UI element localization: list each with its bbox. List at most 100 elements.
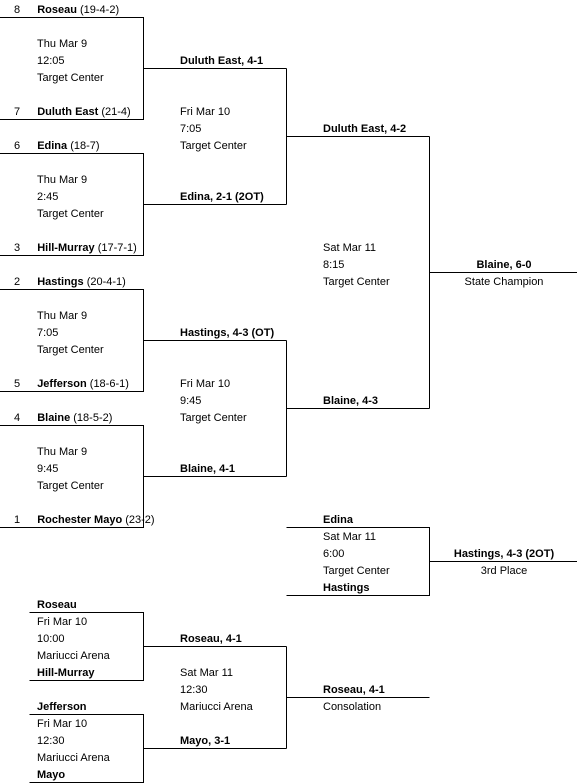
bracket-line-sf2 <box>286 340 430 477</box>
cons1-game-info: Fri Mar 10 10:00 Mariucci Arena <box>37 616 110 663</box>
qf2-game-info: Thu Mar 9 2:45 Target Center <box>37 174 104 221</box>
bracket-line-qf1 <box>0 17 287 120</box>
final-caption: State Champion <box>464 276 544 288</box>
game-venue: Target Center <box>180 412 247 424</box>
game-date: Fri Mar 10 <box>180 378 231 390</box>
team-name: Hastings <box>37 276 84 288</box>
third-caption: 3rd Place <box>480 565 528 577</box>
cons1-result: Roseau, 4-1 <box>180 633 242 645</box>
qf1-result: Duluth East, 4-1 <box>180 55 264 67</box>
team-record: (19-4-2) <box>80 4 120 16</box>
seed: 8 <box>14 4 21 16</box>
game-venue: Target Center <box>37 344 104 356</box>
team-name: Edina <box>37 140 68 152</box>
team-record: (17-7-1) <box>97 242 137 254</box>
qf3-game-info: Thu Mar 9 7:05 Target Center <box>37 310 104 357</box>
team-record: (23-2) <box>125 514 155 526</box>
bracket-line-cons-final <box>286 646 430 749</box>
seed: 4 <box>14 412 21 424</box>
seed: 7 <box>14 106 21 118</box>
team-record: (18-7) <box>70 140 100 152</box>
game-date: Thu Mar 9 <box>37 38 88 50</box>
game-venue: Target Center <box>323 276 390 288</box>
sf1-game-info: Fri Mar 10 7:05 Target Center <box>180 106 247 153</box>
game-time: 12:30 <box>180 684 208 696</box>
team-name: Rochester Mayo <box>37 514 123 526</box>
qf1-bottom-team: 7 Duluth East (21-4) <box>14 106 131 119</box>
bracket-line-sf1 <box>286 68 430 205</box>
sf1-result: Duluth East, 4-2 <box>323 123 407 135</box>
bracket-line-qf3 <box>0 289 287 392</box>
qf2-result: Edina, 2-1 (2OT) <box>180 191 264 203</box>
team-record: (18-6-1) <box>89 378 129 390</box>
cons1-bottom-team: Hill-Murray <box>37 667 95 679</box>
game-venue: Target Center <box>37 208 104 220</box>
sf2-game-info: Fri Mar 10 9:45 Target Center <box>180 378 247 425</box>
third-game-info: Sat Mar 11 6:00 Target Center <box>323 531 390 578</box>
game-time: 12:05 <box>37 55 65 67</box>
game-date: Fri Mar 10 <box>37 616 88 628</box>
final-game-info: Sat Mar 11 8:15 Target Center <box>323 242 390 289</box>
cons-final-caption: Consolation <box>323 701 382 713</box>
third-result: Hastings, 4-3 (2OT) <box>453 548 555 560</box>
qf4-result: Blaine, 4-1 <box>180 463 236 475</box>
team-record: (20-4-1) <box>86 276 126 288</box>
game-date: Sat Mar 11 <box>180 667 233 679</box>
game-date: Sat Mar 11 <box>323 242 376 254</box>
game-venue: Target Center <box>323 565 390 577</box>
game-venue: Target Center <box>180 140 247 152</box>
qf4-top-team: 4 Blaine (18-5-2) <box>14 412 112 425</box>
game-time: 10:00 <box>37 633 65 645</box>
seed: 3 <box>14 242 21 254</box>
sf2-result: Blaine, 4-3 <box>323 395 379 407</box>
qf1-top-team: 8 Roseau (19-4-2) <box>14 4 119 17</box>
cons2-top-team: Jefferson <box>37 701 87 713</box>
team-name: Jefferson <box>37 378 87 390</box>
cons2-bottom-team: Mayo <box>37 769 66 781</box>
bracket-line-qf2 <box>0 153 287 256</box>
game-time: 2:45 <box>37 191 59 203</box>
seed: 6 <box>14 140 21 152</box>
game-time: 12:30 <box>37 735 65 747</box>
team-name: Blaine <box>37 412 71 424</box>
bracket-line-qf4 <box>0 425 287 528</box>
third-top-team: Edina <box>323 514 353 526</box>
game-date: Thu Mar 9 <box>37 174 88 186</box>
qf2-bottom-team: 3 Hill-Murray (17-7-1) <box>14 242 137 255</box>
seed: 5 <box>14 378 21 390</box>
bracket-line-final <box>429 136 577 409</box>
team-name: Duluth East <box>37 106 99 118</box>
qf4-game-info: Thu Mar 9 9:45 Target Center <box>37 446 104 493</box>
qf4-bottom-team: 1 Rochester Mayo (23-2) <box>14 514 155 527</box>
game-venue: Mariucci Arena <box>180 701 253 713</box>
seed: 1 <box>14 514 21 526</box>
qf2-top-team: 6 Edina (18-7) <box>14 140 100 153</box>
qf3-bottom-team: 5 Jefferson (18-6-1) <box>14 378 129 391</box>
game-time: 9:45 <box>180 395 202 407</box>
game-time: 7:05 <box>180 123 202 135</box>
team-record: (18-5-2) <box>73 412 113 424</box>
team-record: (21-4) <box>101 106 131 118</box>
game-time: 7:05 <box>37 327 59 339</box>
cons-final-result: Roseau, 4-1 <box>323 684 385 696</box>
game-date: Sat Mar 11 <box>323 531 376 543</box>
cons2-game-info: Fri Mar 10 12:30 Mariucci Arena <box>37 718 110 765</box>
seed: 2 <box>14 276 21 288</box>
game-date: Thu Mar 9 <box>37 446 88 458</box>
game-venue: Mariucci Arena <box>37 752 110 764</box>
game-venue: Target Center <box>37 480 104 492</box>
game-date: Thu Mar 9 <box>37 310 88 322</box>
game-date: Fri Mar 10 <box>180 106 231 118</box>
qf1-game-info: Thu Mar 9 12:05 Target Center <box>37 38 104 85</box>
game-venue: Target Center <box>37 72 104 84</box>
bracket-line-cons1 <box>29 612 287 681</box>
team-name: Roseau <box>37 4 77 16</box>
final-result: Blaine, 6-0 <box>476 259 532 271</box>
team-name: Hill-Murray <box>37 242 95 254</box>
third-bottom-team: Hastings <box>323 582 370 594</box>
qf3-top-team: 2 Hastings (20-4-1) <box>14 276 126 289</box>
cons1-top-team: Roseau <box>37 599 77 611</box>
cons2-result: Mayo, 3-1 <box>180 735 231 747</box>
game-venue: Mariucci Arena <box>37 650 110 662</box>
